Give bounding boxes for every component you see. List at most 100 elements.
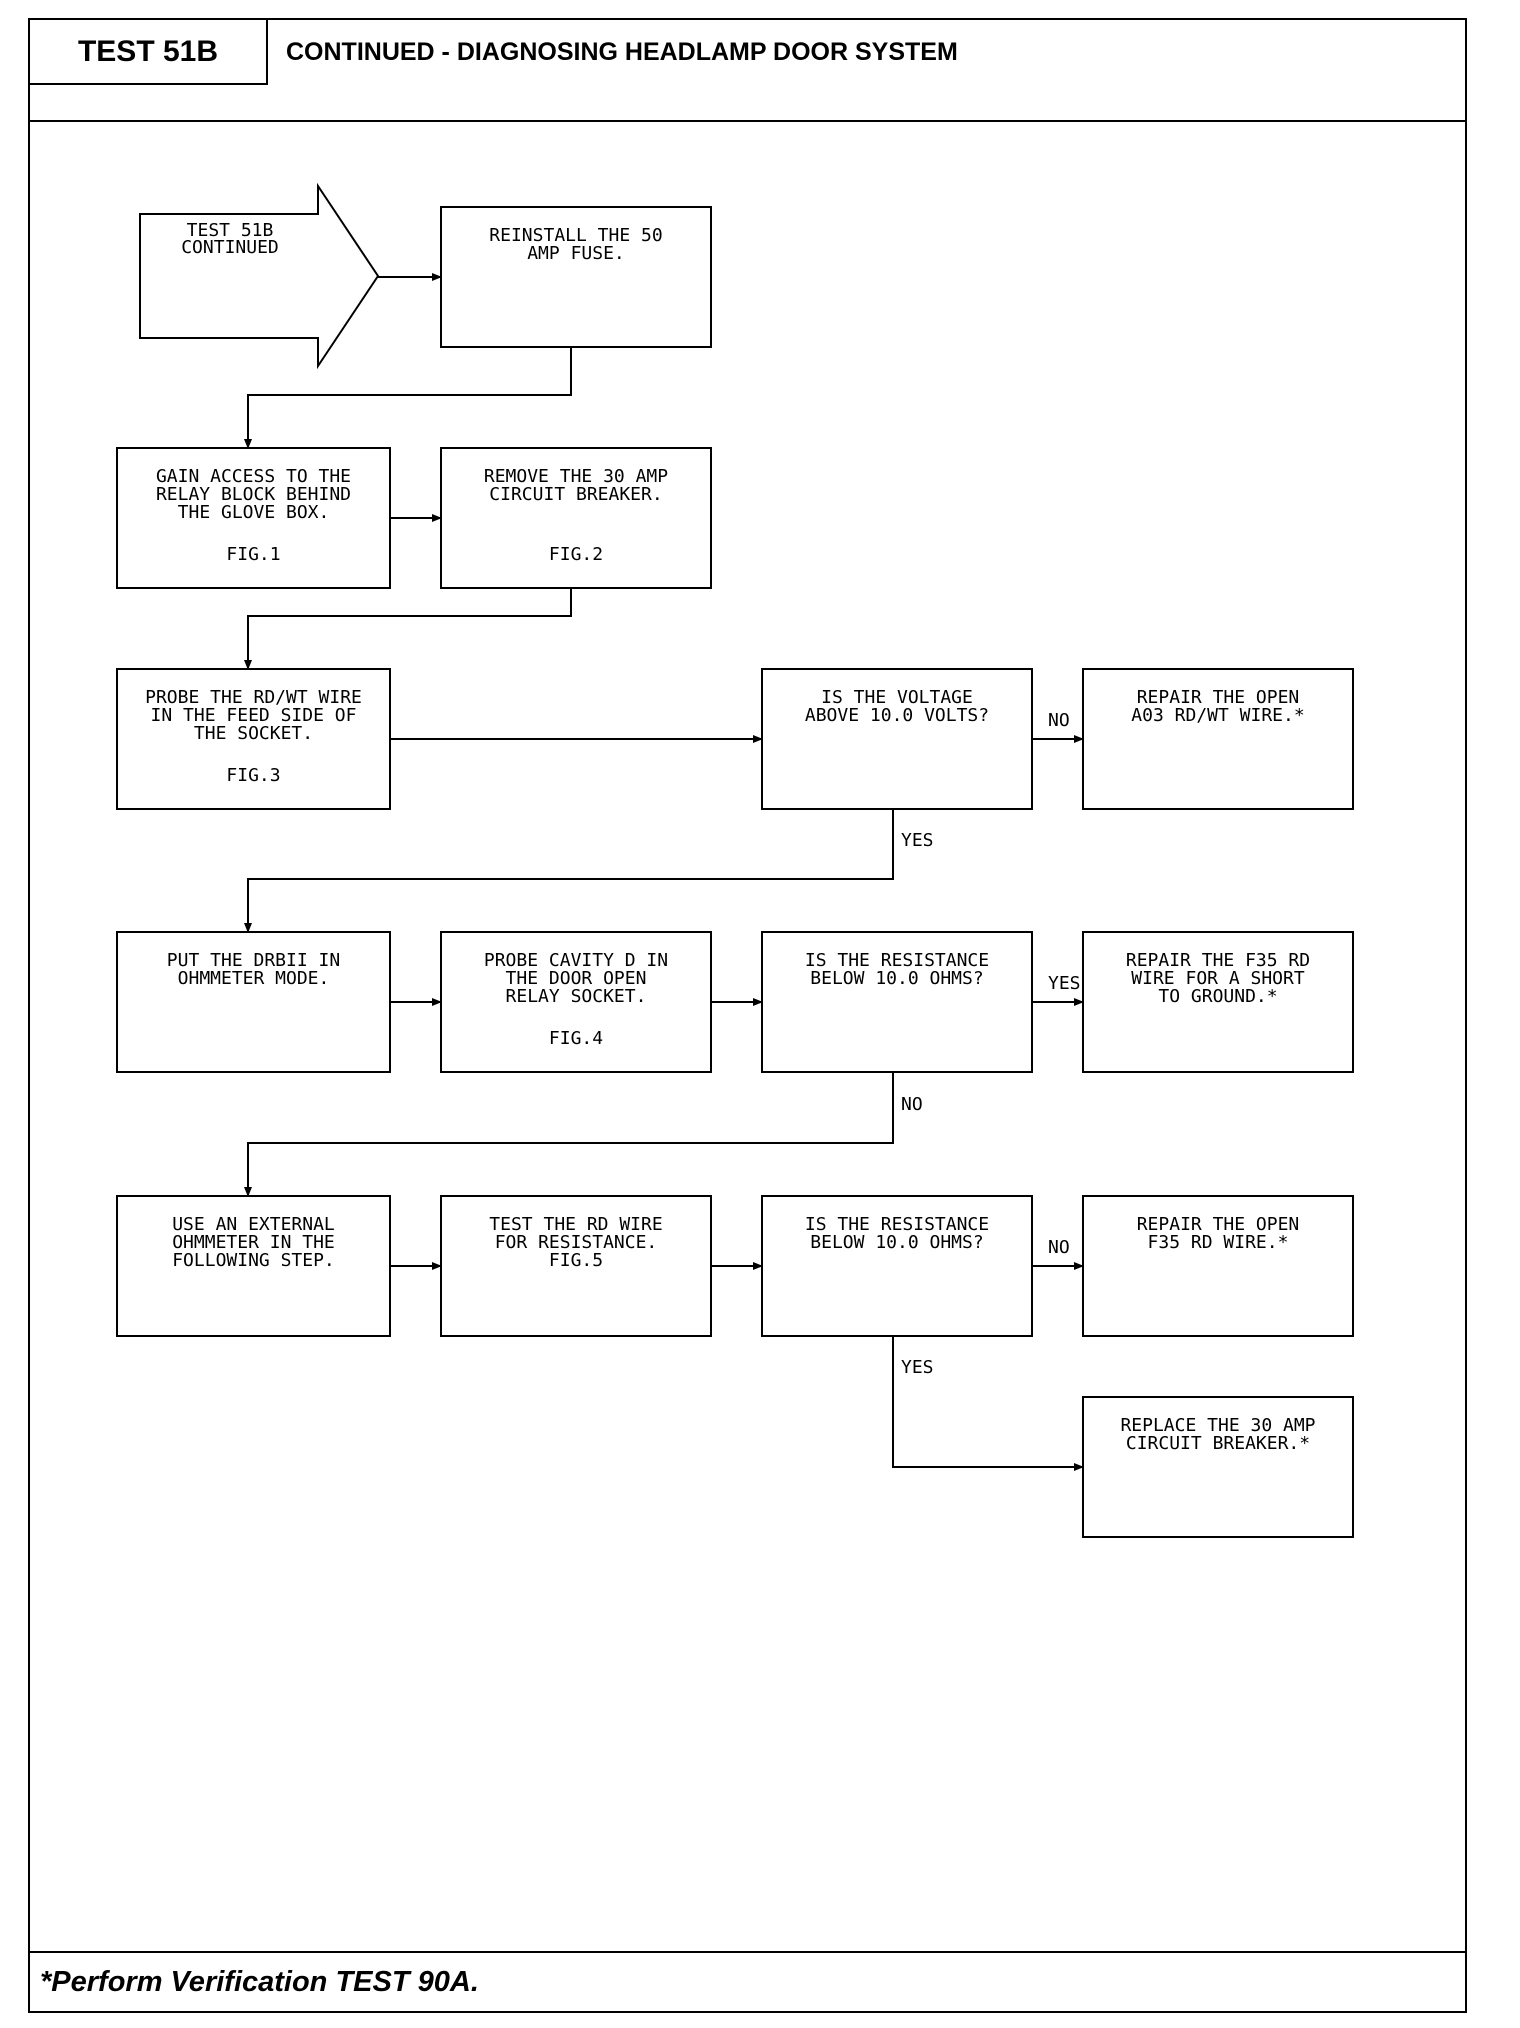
connector-line bbox=[892, 1336, 1084, 1471]
node-text-line: CIRCUIT BREAKER. bbox=[489, 484, 662, 505]
node-text-line: ABOVE 10.0 VOLTS? bbox=[805, 705, 989, 726]
node-text-line: REINSTALL THE 50 bbox=[489, 225, 662, 246]
node-text-line: REPAIR THE OPEN bbox=[1137, 687, 1300, 708]
connector-line bbox=[244, 347, 572, 449]
node-text-line: USE AN EXTERNAL bbox=[172, 1214, 335, 1235]
node-text-line: THE DOOR OPEN bbox=[506, 968, 647, 989]
node-text-line: CONTINUED bbox=[181, 237, 279, 258]
node-box bbox=[116, 447, 391, 589]
node-box bbox=[761, 1195, 1033, 1337]
node-text-line: THE GLOVE BOX. bbox=[178, 502, 330, 523]
node-text-line: CIRCUIT BREAKER.* bbox=[1126, 1433, 1310, 1454]
edge-resistance-check-1-to-external-ohmmeter: NO bbox=[244, 1072, 923, 1197]
node-text-line: IS THE RESISTANCE bbox=[805, 950, 989, 971]
edge-voltage-check-to-ohmmeter-mode: YES bbox=[244, 809, 934, 933]
node-text-line: F35 RD WIRE.* bbox=[1148, 1232, 1289, 1253]
node-box bbox=[440, 447, 712, 589]
figure-ref: FIG.1 bbox=[226, 544, 280, 565]
edge-label: YES bbox=[1048, 973, 1081, 994]
page-title: CONTINUED - DIAGNOSING HEADLAMP DOOR SYS… bbox=[286, 38, 958, 66]
node-text-line: BELOW 10.0 OHMS? bbox=[810, 1232, 983, 1253]
node-text-line: REPAIR THE OPEN bbox=[1137, 1214, 1300, 1235]
node-box bbox=[761, 668, 1033, 810]
node-text-line: PROBE CAVITY D IN bbox=[484, 950, 668, 971]
node-text-line: IS THE VOLTAGE bbox=[821, 687, 973, 708]
node-text-line: FOLLOWING STEP. bbox=[172, 1250, 335, 1271]
node-text-line: THE SOCKET. bbox=[194, 723, 313, 744]
node-text-line: IN THE FEED SIDE OF bbox=[151, 705, 357, 726]
edge-resistance-check-2-to-repair-f35-open: NO bbox=[1032, 1237, 1084, 1270]
edge-resistance-check-1-to-repair-short: YES bbox=[1032, 973, 1084, 1006]
figure-ref: FIG.2 bbox=[549, 544, 603, 565]
page-frame: TEST 51B CONTINUED - DIAGNOSING HEADLAMP… bbox=[28, 18, 1467, 2013]
footer-row: *Perform Verification TEST 90A. bbox=[30, 1951, 1465, 2011]
node-box bbox=[440, 931, 712, 1073]
node-box bbox=[116, 1195, 391, 1337]
footer-note: *Perform Verification TEST 90A. bbox=[40, 1966, 479, 1998]
node-text-line: TEST THE RD WIRE bbox=[489, 1214, 662, 1235]
node-text-line: OHMMETER MODE. bbox=[178, 968, 330, 989]
edge-remove-breaker-to-probe-wire bbox=[244, 588, 572, 670]
node-text-line: PUT THE DRBII IN bbox=[167, 950, 340, 971]
connector-line bbox=[244, 588, 572, 670]
node-box bbox=[116, 668, 391, 810]
node-text-line: REPAIR THE F35 RD bbox=[1126, 950, 1310, 971]
node-text-line: WIRE FOR A SHORT bbox=[1131, 968, 1305, 989]
node-text-line: RELAY BLOCK BEHIND bbox=[156, 484, 351, 505]
node-text-line: TEST 51B bbox=[187, 220, 274, 241]
node-text-line: REMOVE THE 30 AMP bbox=[484, 466, 668, 487]
node-text-line: OHMMETER IN THE bbox=[172, 1232, 335, 1253]
node-text-line: BELOW 10.0 OHMS? bbox=[810, 968, 983, 989]
start-arrow-shape bbox=[139, 182, 380, 370]
connector-line bbox=[244, 809, 894, 933]
node-text-line: TO GROUND.* bbox=[1158, 986, 1277, 1007]
node-text-line: IS THE RESISTANCE bbox=[805, 1214, 989, 1235]
edge-label: YES bbox=[901, 830, 934, 851]
node-text-line: RELAY SOCKET. bbox=[506, 986, 647, 1007]
edge-resistance-check-2-to-replace-breaker: YES bbox=[892, 1336, 1084, 1471]
edge-label: NO bbox=[1048, 710, 1070, 731]
node-box bbox=[1082, 668, 1354, 810]
node-box bbox=[761, 931, 1033, 1073]
header-row: TEST 51B CONTINUED - DIAGNOSING HEADLAMP… bbox=[30, 20, 1465, 122]
figure-ref: FIG.4 bbox=[549, 1028, 603, 1049]
node-text-line: A03 RD/WT WIRE.* bbox=[1131, 705, 1304, 726]
edge-voltage-check-to-repair-a03: NO bbox=[1032, 710, 1084, 743]
node-box bbox=[1082, 1396, 1354, 1538]
node-text-line: FIG.5 bbox=[549, 1250, 603, 1271]
node-box bbox=[1082, 931, 1354, 1073]
node-text-line: FOR RESISTANCE. bbox=[495, 1232, 658, 1253]
edge-reinstall-fuse-to-gain-access bbox=[244, 347, 572, 449]
node-box bbox=[440, 206, 712, 348]
node-box bbox=[116, 931, 391, 1073]
edge-label: NO bbox=[901, 1094, 923, 1115]
edge-label: YES bbox=[901, 1357, 934, 1378]
node-box bbox=[440, 1195, 712, 1337]
figure-ref: FIG.3 bbox=[226, 765, 280, 786]
node-text-line: REPLACE THE 30 AMP bbox=[1120, 1415, 1315, 1436]
edge-label: NO bbox=[1048, 1237, 1070, 1258]
node-text-line: GAIN ACCESS TO THE bbox=[156, 466, 351, 487]
node-text-line: PROBE THE RD/WT WIRE bbox=[145, 687, 362, 708]
test-id: TEST 51B bbox=[30, 20, 268, 85]
node-box bbox=[1082, 1195, 1354, 1337]
connector-line bbox=[244, 1072, 894, 1197]
node-text-line: AMP FUSE. bbox=[527, 243, 625, 264]
